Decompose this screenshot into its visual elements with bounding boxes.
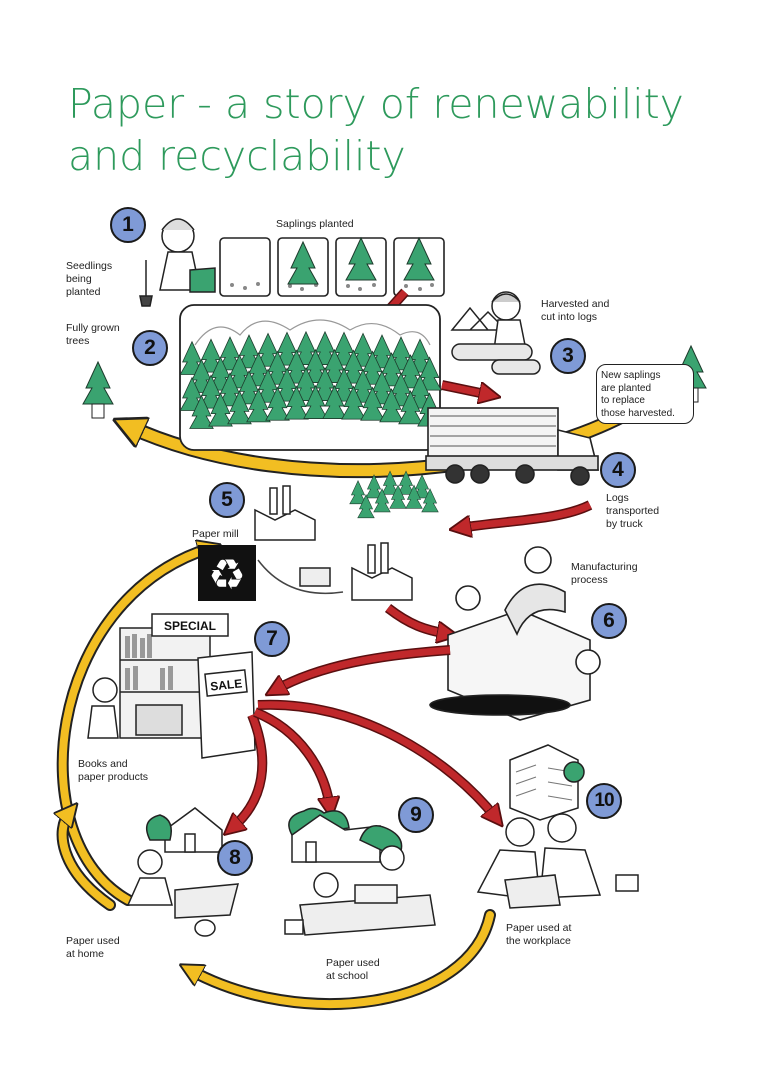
caption-step-7: Books and paper products: [78, 758, 148, 784]
caption-9-line-1: Paper used: [326, 957, 380, 969]
caption-7-line-1: Books and: [78, 758, 128, 770]
caption-5-line-1: Paper mill: [192, 528, 239, 540]
office-building-icon: [476, 744, 639, 909]
step-badge-6: 6: [591, 603, 627, 639]
replant-note-line-4: those harvested.: [601, 407, 675, 419]
step-badge-7: 7: [254, 621, 290, 657]
saplings-label: Saplings planted: [276, 218, 354, 231]
caption-step-1: Seedlings being planted: [66, 260, 112, 299]
caption-1-line-2: being: [66, 273, 92, 285]
title-line-2: and recyclability: [68, 132, 406, 180]
caption-7-line-2: paper products: [78, 771, 149, 783]
caption-4-line-3: by truck: [606, 518, 643, 530]
paper-machine-icon: [429, 546, 601, 721]
caption-step-10: Paper used at the workplace: [506, 922, 571, 948]
replant-note-line-3: to replace: [601, 395, 645, 406]
caption-4-line-1: Logs: [606, 492, 629, 504]
sale-sign: SALE: [210, 676, 243, 693]
caption-1-line-1: Seedlings: [66, 260, 113, 272]
caption-8-line-1: Paper used: [66, 935, 120, 947]
sapling-panels: [219, 237, 445, 297]
grown-tree-icon: [82, 361, 114, 419]
step-badge-8: 8: [217, 840, 253, 876]
caption-step-2: Fully grown trees: [66, 322, 120, 348]
arrow-shop-to-workplace: [257, 701, 496, 818]
caption-step-3: Harvested and cut into logs: [541, 298, 609, 324]
house-icon: [126, 807, 239, 937]
caption-step-8: Paper used at home: [66, 935, 120, 961]
caption-step-6: Manufacturing process: [571, 561, 638, 587]
caption-step-5: Paper mill: [192, 528, 239, 541]
caption-6-line-1: Manufacturing: [571, 561, 638, 573]
step-badge-4: 4: [600, 452, 636, 488]
caption-3-line-1: Harvested and: [541, 298, 610, 310]
saplings-label-text: Saplings planted: [276, 218, 354, 230]
svg-text:♻: ♻: [208, 550, 246, 599]
arrow-manufacturing-to-shop: [272, 645, 451, 695]
school-icon: [284, 807, 436, 936]
caption-10-line-2: the workplace: [506, 935, 571, 947]
mill-trees: [349, 470, 439, 519]
arrow-shop-to-home: [232, 713, 266, 828]
caption-step-9: Paper used at school: [326, 957, 380, 983]
special-sign: SPECIAL: [164, 619, 216, 633]
caption-2-line-2: trees: [66, 335, 90, 347]
step-badge-10: 10: [586, 783, 622, 819]
replant-note: New saplings are planted to replace thos…: [596, 364, 694, 424]
step-badge-5: 5: [209, 482, 245, 518]
bookshelf-icon: [87, 613, 256, 759]
title-line-1: Paper - a story of renewability: [68, 80, 684, 128]
caption-10-line-1: Paper used at: [506, 922, 572, 934]
step-badge-9: 9: [398, 797, 434, 833]
arrow-home-to-mill: [58, 548, 210, 904]
caption-2-line-1: Fully grown: [66, 322, 120, 334]
harvester-figure: [450, 291, 541, 375]
arrow-workplace-to-home: [190, 911, 494, 1008]
step-badge-2: 2: [132, 330, 168, 366]
caption-3-line-2: cut into logs: [541, 311, 598, 323]
caption-1-line-3: planted: [66, 286, 101, 298]
arrow-home-loop: [63, 812, 114, 909]
caption-6-line-2: process: [571, 574, 608, 586]
arrow-shop-to-school: [253, 708, 330, 808]
caption-8-line-2: at home: [66, 948, 104, 960]
page-title: Paper - a story of renewability and recy…: [68, 78, 708, 182]
replant-note-line-1: New saplings: [601, 370, 661, 381]
recycle-icon: ♻: [198, 545, 256, 601]
caption-step-4: Logs transported by truck: [606, 492, 659, 531]
caption-4-line-2: transported: [606, 505, 660, 517]
planter-figure: [139, 218, 216, 307]
step-badge-1: 1: [110, 207, 146, 243]
truck-icon: [425, 407, 600, 486]
caption-9-line-2: at school: [326, 970, 369, 982]
step-badge-3: 3: [550, 338, 586, 374]
replant-note-line-2: are planted: [601, 382, 652, 394]
factory-icon: [254, 485, 413, 601]
